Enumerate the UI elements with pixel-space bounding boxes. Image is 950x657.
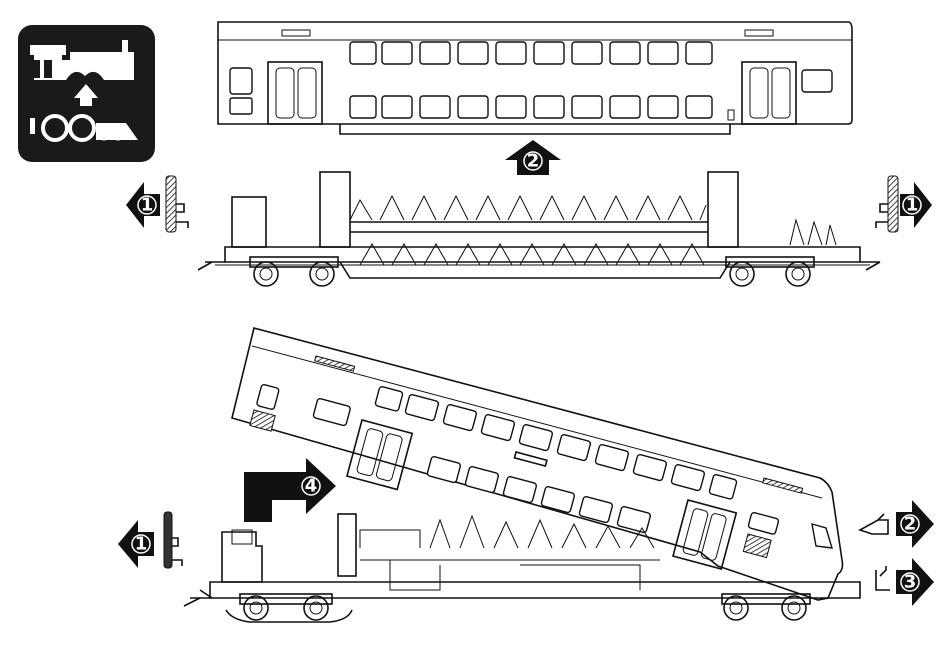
step-1-label-top-right: 1	[906, 195, 919, 216]
step-4-tilt-arrow: 4	[244, 458, 336, 522]
step-1-label-top-left: 1	[141, 195, 154, 216]
step-2-arrow-bottom-right: 2	[896, 500, 934, 548]
step-1-arrow-top-right: 1	[900, 182, 932, 228]
step-2-label: 2	[527, 151, 540, 172]
coach-body-shell-top	[218, 22, 852, 134]
end-panel-left-bottom	[164, 512, 182, 568]
step-3-arrow-bottom-right: 3	[896, 558, 934, 606]
step-2-label-bottom-right: 2	[904, 514, 917, 535]
locomotive-maintenance-icon	[18, 25, 155, 162]
end-panel-left-top	[166, 176, 188, 232]
step-1-arrow-top-left: 1	[126, 182, 160, 228]
step-4-label: 4	[305, 476, 318, 497]
step-3-label: 3	[904, 572, 917, 593]
coach-body-shell-tilted	[232, 328, 843, 600]
chassis-with-interior-top	[198, 172, 880, 286]
step-2-lift-arrow: 2	[505, 140, 561, 175]
step-1-label-bottom-left: 1	[135, 534, 148, 555]
end-panel-right-top	[876, 176, 898, 232]
step-1-arrow-bottom-left: 1	[118, 520, 154, 568]
hook-part	[876, 566, 890, 590]
coupler-part	[860, 514, 888, 534]
